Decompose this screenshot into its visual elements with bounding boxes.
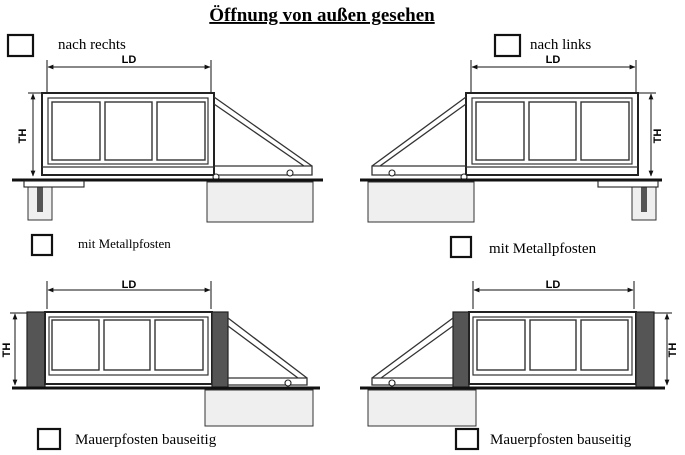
option-label-metallpfosten-left: mit Metallpfosten bbox=[78, 236, 171, 251]
option-label-metallpfosten-right: mit Metallpfosten bbox=[489, 241, 597, 257]
dimension-th: TH bbox=[667, 343, 679, 358]
dimension-th: TH bbox=[1, 343, 13, 358]
option-label-nach-rechts: nach rechts bbox=[58, 37, 126, 53]
diagram-right-metal-post: nach rechts LD TH mit Metallpfosten bbox=[6, 33, 323, 257]
dimension-ld: LD bbox=[122, 279, 137, 291]
dimension-ld: LD bbox=[546, 54, 561, 66]
option-label-mauerpfosten-right: Mauerpfosten bauseitig bbox=[490, 432, 632, 448]
option-label-nach-links: nach links bbox=[530, 37, 591, 53]
diagram-right-wall-post: LD TH Mauerpfosten bauseitig bbox=[1, 279, 320, 451]
dimension-ld: LD bbox=[122, 54, 137, 66]
diagram-left-metal-post: nach links LD TH mit Metallpfosten bbox=[360, 33, 664, 259]
dimension-th: TH bbox=[17, 129, 29, 144]
checkbox-mauerpfosten-right[interactable] bbox=[454, 427, 480, 451]
diagram-left-wall-post: LD TH Mauerpfosten bauseitig bbox=[360, 279, 679, 451]
dimension-th: TH bbox=[652, 129, 664, 144]
checkbox-nach-links[interactable] bbox=[493, 33, 522, 58]
checkbox-metallpfosten-right[interactable] bbox=[449, 235, 473, 259]
checkbox-mauerpfosten-left[interactable] bbox=[36, 427, 62, 451]
checkbox-metallpfosten-left[interactable] bbox=[30, 233, 54, 257]
page-title: Öffnung von außen gesehen bbox=[209, 5, 435, 26]
checkbox-nach-rechts[interactable] bbox=[6, 33, 35, 58]
dimension-ld: LD bbox=[546, 279, 561, 291]
option-label-mauerpfosten-left: Mauerpfosten bauseitig bbox=[75, 432, 217, 448]
